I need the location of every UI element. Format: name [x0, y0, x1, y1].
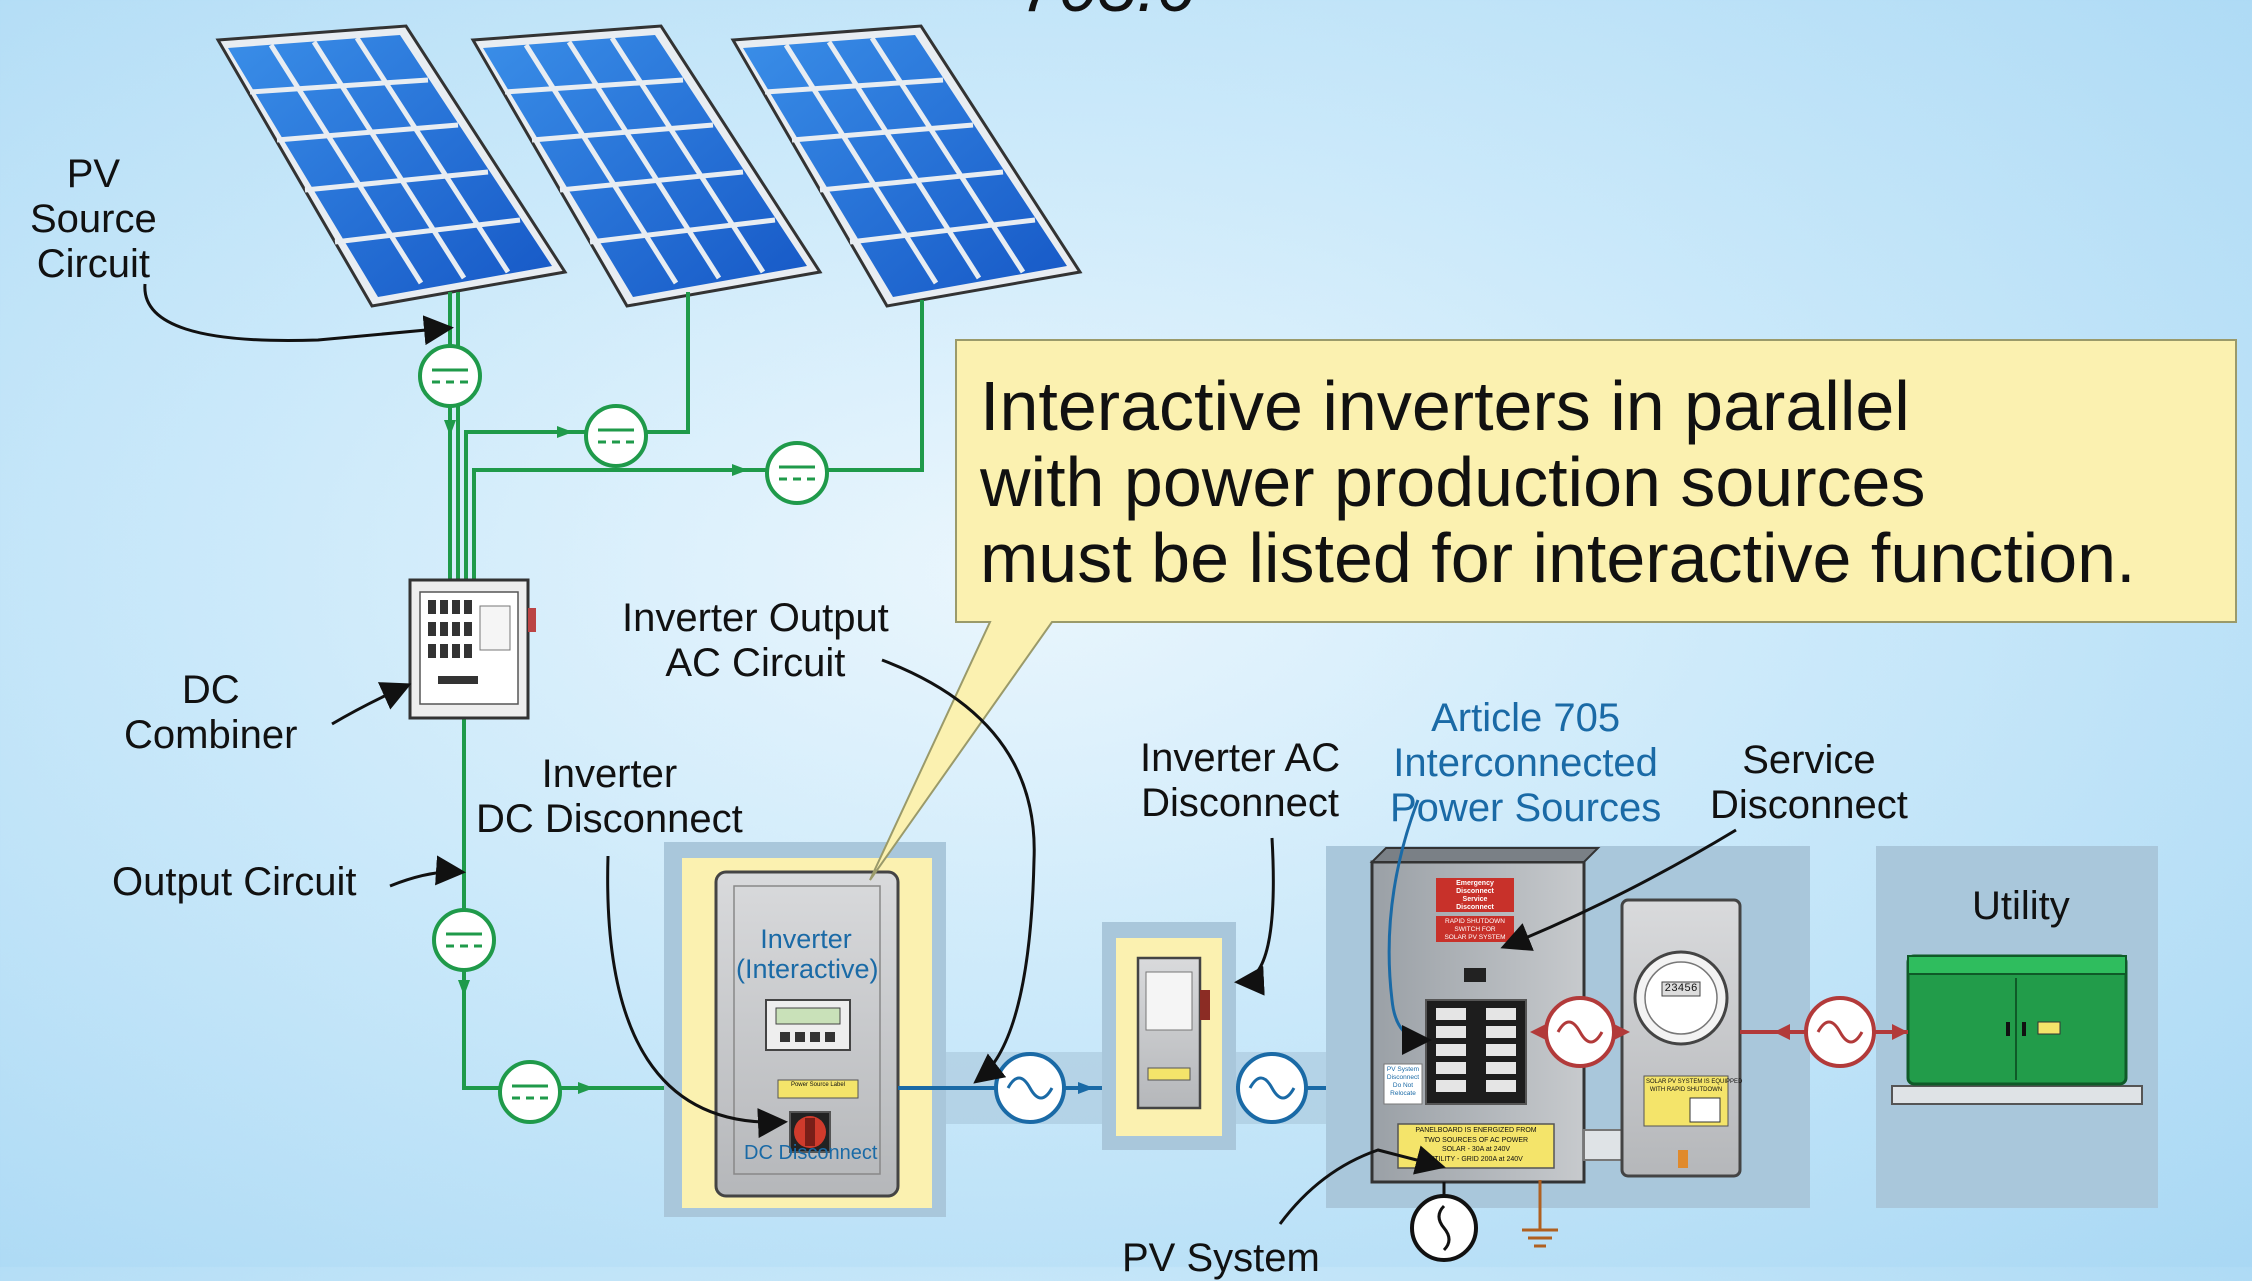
inverter-output-ac-label: Inverter Output AC Circuit: [622, 596, 889, 685]
article-705-label: Article 705 Interconnected Power Sources: [1390, 696, 1662, 830]
inverter-plate-label: Power Source Label: [790, 1082, 846, 1088]
conduit: [1583, 1129, 1627, 1161]
inverter-title: Inverter (Interactive): [736, 924, 879, 985]
dc-symbol-1: [418, 344, 482, 408]
dc-symbol-glyphs: [432, 368, 815, 1100]
top-cut-heading: 705.6: [1020, 0, 1195, 26]
solar-panel-3: [730, 24, 1083, 308]
panel-pv-disconnect-note: PV System Disconnect Do Not Relocate: [1386, 1066, 1420, 1097]
inverter-dc-disconnect-label: Inverter DC Disconnect: [476, 752, 743, 841]
solar-panel-2: [470, 24, 823, 308]
meter-reading: 23456: [1664, 983, 1698, 995]
dc-symbol-4: [432, 908, 496, 972]
pv-system-label: PV System: [1122, 1236, 1320, 1280]
ground-symbol: [1522, 1180, 1558, 1248]
meter-sign: SOLAR PV SYSTEM IS EQUIPPED WITH RAPID S…: [1646, 1079, 1743, 1093]
utility-label: Utility: [1972, 884, 2070, 928]
output-circuit-label: Output Circuit: [112, 860, 357, 904]
utility-transformer: [1891, 954, 2143, 1105]
utility-flow-arrows: [1530, 1024, 1908, 1040]
inverter-dc-disconnect-text: DC Disconnect: [744, 1142, 878, 1164]
ac-disconnect-box: [1136, 956, 1210, 1110]
service-disconnect-label: Service Disconnect: [1710, 738, 1908, 827]
leader-arrows: [143, 283, 1737, 1225]
ac-sine-glyphs: [1006, 1076, 1296, 1100]
callout-bubble: [869, 339, 2237, 881]
dc-combiner-label: DC Combiner: [124, 668, 298, 757]
inverter-ac-disconnect-label: Inverter AC Disconnect: [1140, 736, 1341, 825]
dc-symbol-5: [498, 1060, 562, 1124]
pv-system-source: [1410, 1182, 1478, 1262]
callout-text: Interactive inverters in parallel with p…: [980, 367, 2136, 597]
panel-rapid-shutdown-sign: RAPID SHUTDOWN SWITCH FOR SOLAR PV SYSTE…: [1444, 918, 1506, 941]
dc-symbol-3: [765, 441, 829, 505]
dc-symbols: [418, 344, 829, 1124]
pv-source-circuit-label: PV Source Circuit: [30, 152, 157, 286]
utility-sine-glyphs: [1556, 1020, 1864, 1044]
panel-warning-sign: PANELBOARD IS ENERGIZED FROM TWO SOURCES…: [1415, 1127, 1537, 1163]
meter-base: [1620, 898, 1742, 1178]
panel-emergency-sign: Emergency Disconnect Service Disconnect: [1456, 880, 1494, 911]
dc-combiner-box: [408, 578, 536, 720]
solar-panel-1: [215, 24, 568, 308]
dc-symbol-2: [584, 404, 648, 468]
dc-flow-arrows: [444, 420, 748, 1094]
